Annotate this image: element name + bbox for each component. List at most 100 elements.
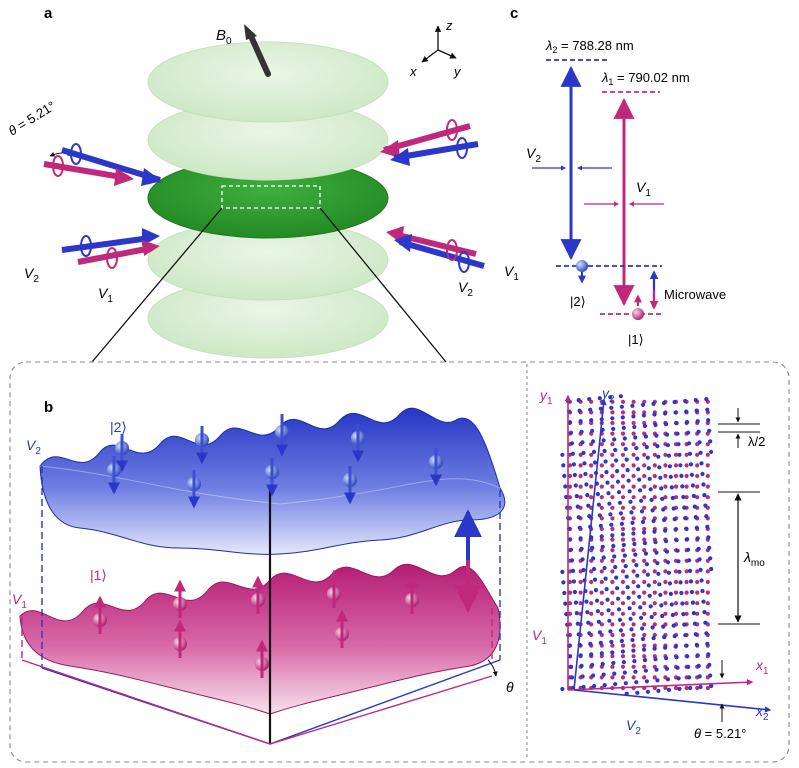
lattice-point [642, 643, 647, 648]
lattice-point [639, 509, 645, 514]
lattice-point [635, 690, 640, 695]
lattice-point [560, 686, 565, 692]
lattice-point [631, 558, 636, 563]
lattice-point [668, 474, 673, 479]
lattice-point [589, 495, 594, 500]
lattice-point [620, 505, 626, 510]
lattice-point [675, 665, 680, 670]
lattice-point [684, 463, 689, 468]
field-label: B0 [216, 27, 232, 47]
panel-b-v1-label: V1 [12, 591, 27, 611]
lattice-point [572, 589, 578, 595]
lattice-point [620, 420, 626, 426]
lattice-point [571, 462, 577, 467]
lattice-point [684, 526, 689, 531]
lattice-point [685, 537, 690, 542]
lattice-point [662, 517, 667, 523]
lattice-point [606, 491, 611, 496]
lattice-point [695, 569, 700, 574]
lattice-point [620, 654, 626, 659]
zoom-region [221, 185, 321, 209]
lattice-point [615, 469, 620, 474]
lattice-point [679, 590, 684, 596]
lattice-point [610, 495, 615, 500]
lattice-point [665, 677, 671, 682]
lattice-point [620, 569, 626, 574]
lattice-point [578, 653, 583, 658]
lattice-point [617, 500, 623, 505]
lattice-point [629, 510, 634, 515]
lattice-point [704, 631, 709, 636]
lattice-point [584, 482, 589, 487]
lattice-point [585, 493, 590, 498]
lattice-point [649, 614, 654, 620]
lattice-point [681, 612, 686, 617]
lattice-point [620, 611, 626, 616]
lattice-point [610, 463, 615, 468]
lattice-point [620, 484, 626, 489]
lattice-point [696, 546, 701, 551]
lattice-point [693, 632, 698, 637]
lattice-point [642, 537, 647, 542]
lattice-point [610, 431, 615, 436]
lattice-point [673, 452, 679, 457]
moire-lattice: y1 y2 x1 x2 V1 V2 λ/2 λmo θ = 5.21° [532, 385, 772, 741]
lattice-point [610, 650, 615, 655]
lattice-point [640, 636, 646, 642]
lattice-point [580, 674, 585, 679]
lattice-point [640, 626, 645, 631]
lattice-point [620, 558, 626, 563]
lattice-point [591, 556, 596, 561]
lattice-point [599, 569, 604, 574]
lambda1-label: λ1 = 790.02 nm [601, 70, 690, 87]
lattice-point [685, 420, 690, 425]
axis-x2 [573, 689, 772, 713]
lattice-point [574, 611, 579, 616]
lattice-point [610, 516, 615, 521]
lattice-point [684, 495, 689, 500]
lattice-point [693, 515, 698, 520]
lattice-point [607, 618, 612, 623]
microwave-label: Microwave [664, 287, 726, 302]
lattice-point [620, 473, 626, 479]
zoom-box [9, 361, 790, 763]
lattice-point [660, 496, 665, 501]
lattice-point [672, 517, 677, 522]
half-lambda-label: λ/2 [748, 434, 765, 449]
lattice-point [673, 611, 679, 616]
lattice-point [658, 592, 663, 598]
panel-b-label: b [44, 399, 53, 416]
lattice-point [610, 590, 615, 595]
lattice-point [591, 449, 597, 454]
lattice-point [670, 495, 675, 501]
lattice-point [695, 685, 700, 691]
lattice-point [664, 656, 669, 661]
lattice-point [663, 422, 669, 427]
lattice-point [584, 599, 589, 604]
lattice-point [652, 569, 657, 574]
lattice-point [578, 601, 583, 606]
lattice-point [571, 579, 577, 584]
lattice-point [631, 664, 636, 669]
lattice-point [599, 590, 604, 595]
lattice-point [596, 502, 602, 507]
lattice-point [682, 505, 687, 510]
lattice-point [581, 567, 586, 573]
lattice-point [597, 630, 603, 635]
axis-x-label: x [409, 64, 417, 79]
lattice-point [705, 569, 710, 574]
lattice-point [654, 667, 659, 672]
lattice-point [590, 662, 595, 668]
lattice-point [620, 675, 626, 680]
lattice-point [610, 399, 615, 404]
lattice-point [706, 535, 711, 540]
lattice-point [630, 637, 635, 643]
lattice-point [686, 664, 691, 670]
lattice-point [657, 465, 662, 470]
lattice-point [599, 484, 604, 489]
lattice-point [631, 648, 636, 653]
lattice-point [663, 452, 668, 457]
lattice-point [621, 660, 627, 665]
lattice-point [680, 601, 685, 606]
lattice-point [575, 621, 580, 626]
